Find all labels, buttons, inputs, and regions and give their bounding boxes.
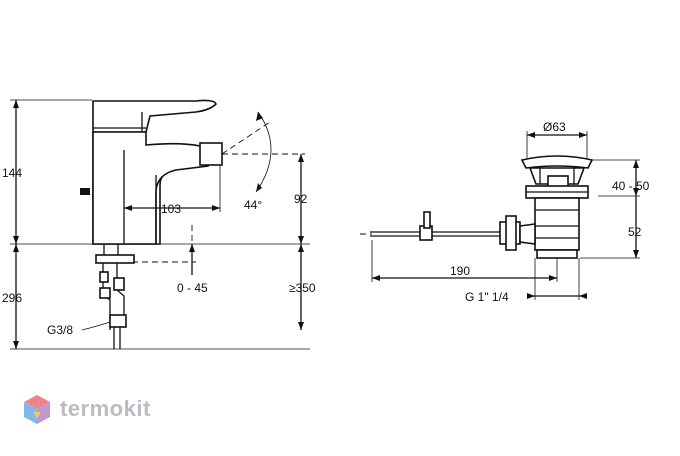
mixer-drawing: 144 296 103 44° 92 0 - 45 ≥350 G3/8 xyxy=(2,99,316,350)
swivel-arc xyxy=(255,111,272,193)
label-103: 103 xyxy=(161,202,181,216)
termokit-logo-icon xyxy=(24,395,50,424)
label-92: 92 xyxy=(294,192,308,206)
label-350: ≥350 xyxy=(289,281,316,295)
label-296: 296 xyxy=(2,291,22,305)
plug-head xyxy=(520,155,594,169)
label-0-45: 0 - 45 xyxy=(177,281,208,295)
aerator-nozzle xyxy=(199,142,223,166)
fixing-nut xyxy=(95,254,135,264)
connector-g38 xyxy=(109,314,127,328)
label-144: 144 xyxy=(2,166,22,180)
waste-drawing: Ø63 40 - 50 52 190 G 1" 1/4 xyxy=(360,120,650,304)
label-190: 190 xyxy=(450,264,470,278)
mixer-handle xyxy=(92,99,217,133)
label-40-50: 40 - 50 xyxy=(612,179,650,193)
watermark-brand: termokit xyxy=(60,396,151,421)
label-44deg: 44° xyxy=(244,198,262,212)
label-d63: Ø63 xyxy=(543,120,566,134)
label-52: 52 xyxy=(628,225,642,239)
label-g114: G 1" 1/4 xyxy=(465,290,509,304)
waste-body xyxy=(534,197,580,251)
label-g38: G3/8 xyxy=(47,323,73,337)
